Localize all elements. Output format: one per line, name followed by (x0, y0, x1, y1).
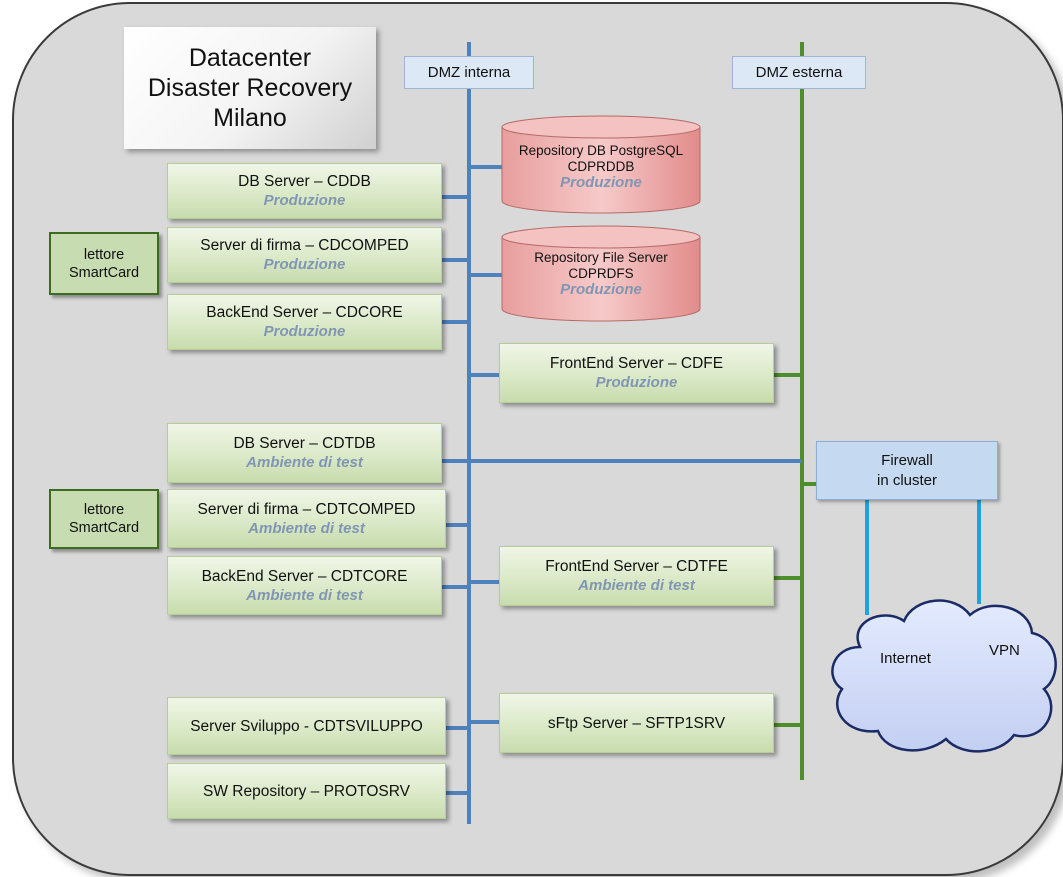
title-line-2: Disaster Recovery (147, 74, 353, 102)
server-name: BackEnd Server – CDTCORE (201, 567, 408, 585)
server-cdtcomped: Server di firma – CDTCOMPED Ambiente di … (167, 489, 446, 548)
link-cdfe-esterna (774, 373, 802, 377)
dmz-esterna-backbone (800, 42, 804, 780)
vpn-label: VPN (989, 642, 1020, 659)
repository-db-text: Repository DB PostgreSQL CDPRDDB Produzi… (500, 143, 702, 191)
link-cdtfe-esterna (774, 576, 802, 580)
repository-db-line-1: Repository DB PostgreSQL (518, 143, 684, 158)
link-protosrv (446, 791, 469, 795)
repository-fs-text: Repository File Server CDPRDFS Produzion… (500, 250, 702, 298)
link-cdtcomped (446, 523, 469, 527)
server-cdtfe: FrontEnd Server – CDTFE Ambiente di test (499, 546, 774, 606)
link-firewall-vpn (977, 500, 981, 604)
dmz-esterna-label: DMZ esterna (732, 56, 866, 89)
internet-label: Internet (880, 650, 931, 667)
link-cdfe-interna (467, 373, 499, 377)
link-cdtfe-interna (467, 580, 499, 584)
link-cdcore (442, 320, 469, 324)
firewall-line-2: in cluster (876, 471, 938, 489)
dmz-interna-backbone (467, 42, 471, 824)
server-name: sFtp Server – SFTP1SRV (547, 714, 726, 732)
datacenter-title: Datacenter Disaster Recovery Milano (124, 27, 376, 149)
repository-fs-line-2: CDPRDFS (568, 266, 634, 281)
internet-cloud: Internet VPN (822, 585, 1062, 760)
server-name: BackEnd Server – CDCORE (206, 304, 403, 321)
server-protosrv: SW Repository – PROTOSRV (167, 763, 446, 819)
reader-line-2: SmartCard (68, 264, 140, 281)
repository-db-env: Produzione (560, 174, 642, 191)
server-env: Produzione (263, 323, 346, 340)
server-name: Server Sviluppo - CDTSVILUPPO (190, 717, 423, 735)
smartcard-reader-prod: lettore SmartCard (49, 232, 159, 295)
link-sftp-esterna (774, 723, 802, 727)
dmz-interna-text: DMZ interna (427, 64, 511, 81)
firewall-line-1: Firewall (881, 451, 933, 469)
link-cdtdb (442, 459, 802, 463)
server-cddb: DB Server – CDDB Produzione (167, 163, 442, 219)
server-cdfe: FrontEnd Server – CDFE Produzione (499, 343, 774, 403)
reader-line-1: lettore (83, 246, 125, 263)
smartcard-reader-test: lettore SmartCard (49, 489, 159, 549)
title-line-1: Datacenter (188, 44, 312, 72)
link-firewall-internet (865, 500, 869, 615)
server-name: DB Server – CDTDB (233, 435, 376, 452)
server-env: Produzione (263, 192, 346, 209)
link-sviluppo (446, 726, 469, 730)
server-name: FrontEnd Server – CDFE (549, 355, 724, 372)
server-env: Produzione (263, 256, 346, 273)
server-cdcomped: Server di firma – CDCOMPED Produzione (167, 227, 442, 283)
server-env: Ambiente di test (248, 519, 365, 537)
link-firewall-esterna (800, 482, 818, 486)
reader-line-1: lettore (83, 502, 125, 518)
server-name: FrontEnd Server – CDTFE (545, 558, 728, 575)
repository-fs-env: Produzione (560, 281, 642, 298)
server-name: DB Server – CDDB (238, 173, 371, 190)
link-repo-db (467, 165, 503, 169)
server-env: Ambiente di test (246, 586, 363, 604)
server-env: Ambiente di test (578, 577, 695, 594)
link-cdcomped (442, 258, 469, 262)
title-line-3: Milano (213, 104, 287, 132)
server-name: Server di firma – CDCOMPED (200, 237, 409, 254)
cloud-icon (831, 599, 1057, 753)
repository-file-server: Repository File Server CDPRDFS Produzion… (500, 225, 702, 323)
dmz-interna-label: DMZ interna (404, 56, 534, 89)
link-sftp-interna (467, 720, 499, 724)
server-cdcore: BackEnd Server – CDCORE Produzione (167, 294, 442, 350)
server-cdtdb: DB Server – CDTDB Ambiente di test (167, 423, 442, 483)
repository-db-line-2: CDPRDDB (567, 159, 635, 174)
server-sviluppo: Server Sviluppo - CDTSVILUPPO (167, 697, 446, 755)
firewall-cluster: Firewall in cluster (816, 441, 998, 500)
server-env: Produzione (595, 374, 678, 391)
repository-fs-line-1: Repository File Server (534, 250, 668, 265)
database-cylinder-icon (501, 225, 701, 322)
server-env: Ambiente di test (246, 454, 363, 471)
repository-db-postgresql: Repository DB PostgreSQL CDPRDDB Produzi… (500, 115, 702, 215)
server-sftp: sFtp Server – SFTP1SRV (499, 693, 774, 753)
server-name: Server di firma – CDTCOMPED (197, 500, 416, 518)
link-cddb (442, 195, 469, 199)
link-cdtcore (442, 585, 469, 589)
server-cdtcore: BackEnd Server – CDTCORE Ambiente di tes… (167, 556, 442, 615)
dmz-esterna-text: DMZ esterna (755, 64, 843, 81)
database-cylinder-icon (501, 115, 701, 214)
server-name: SW Repository – PROTOSRV (202, 782, 411, 800)
reader-line-2: SmartCard (68, 520, 140, 536)
link-repo-fs (467, 273, 503, 277)
